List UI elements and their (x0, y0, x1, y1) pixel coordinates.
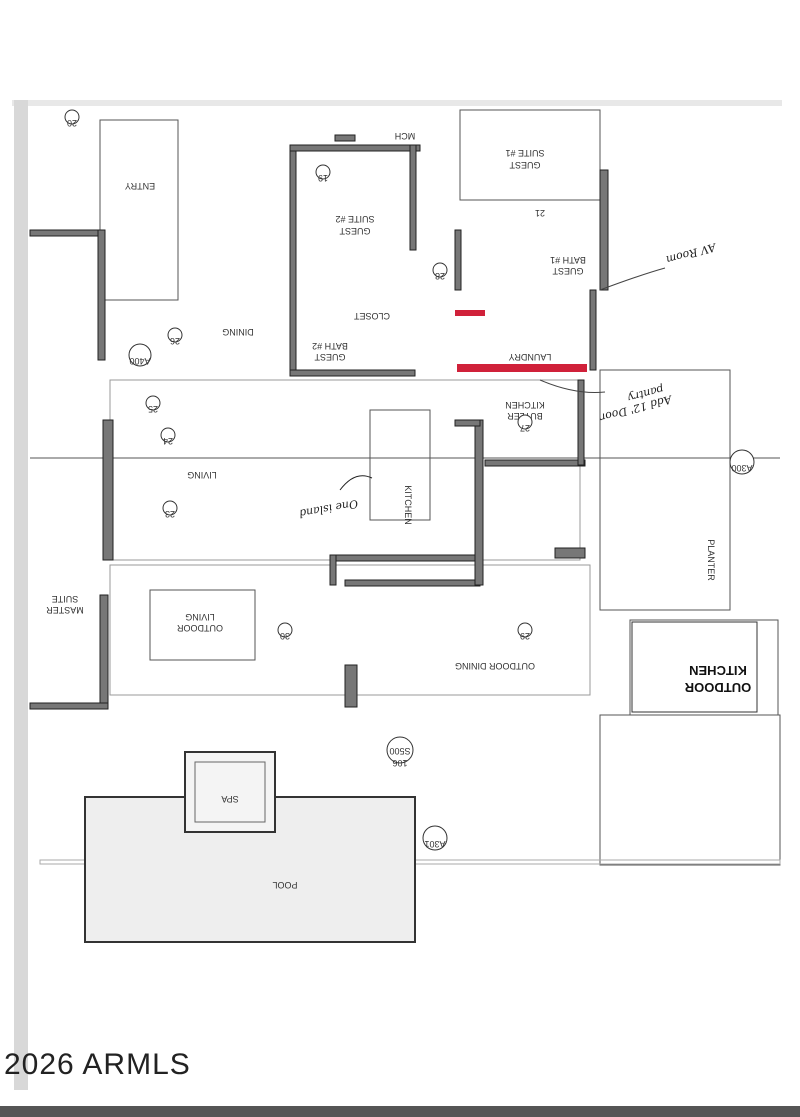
walls (29, 134, 609, 710)
watermark: 2026 ARMLS (4, 1048, 191, 1081)
label-dining: DINING (222, 327, 254, 337)
tag-21: 21 (535, 208, 545, 218)
highlighted-wall-short (455, 310, 485, 316)
tag-a400: A400 (129, 356, 150, 366)
highlighted-wall (457, 364, 587, 372)
label-outdoor-kitchen: OUTDOOR (684, 680, 751, 695)
tag-23: 23 (165, 509, 175, 519)
section-tags: A400 A300 A301 S500 106 20 19 21 26 25 2… (64, 109, 755, 851)
scan-edge (14, 100, 28, 1090)
thin-lines (30, 109, 781, 866)
label-planter: PLANTER (706, 539, 716, 581)
label-living: LIVING (187, 470, 217, 480)
room-labels: ENTRY GUEST SUITE #2 GUEST SUITE #1 GUES… (46, 131, 751, 890)
bottom-bar (0, 1106, 800, 1117)
label-guest-suite-1b: SUITE #1 (505, 148, 544, 158)
label-laundry: LAUNDRY (509, 352, 552, 362)
tag-s500: S500 (389, 746, 410, 756)
label-guest-bath-2: GUEST (314, 352, 346, 362)
label-outdoor-living: OUTDOOR (177, 623, 223, 633)
tag-24: 24 (163, 436, 173, 446)
tag-25: 25 (148, 404, 158, 414)
tag-106: 106 (392, 758, 407, 768)
label-master: MASTER (46, 605, 84, 615)
tag-a300: A300 (731, 463, 752, 473)
label-entry: ENTRY (125, 181, 155, 191)
label-guest-suite-1: GUEST (509, 160, 541, 170)
tag-19: 19 (318, 173, 328, 183)
label-kitchen: KITCHEN (403, 485, 413, 525)
label-guest-suite-2: GUEST (339, 226, 371, 236)
label-closet: CLOSET (353, 311, 390, 321)
label-guest-suite-2b: SUITE #2 (335, 214, 374, 224)
label-master-suite: SUITE (52, 594, 79, 604)
label-guest-bath-1: GUEST (552, 266, 584, 276)
label-mech: MCH (395, 131, 416, 141)
label-guest-bath-2b: BATH #2 (312, 341, 348, 351)
label-outdoor-living-b: LIVING (185, 612, 215, 622)
tag-20: 20 (67, 118, 77, 128)
label-guest-bath-1b: BATH #1 (550, 255, 586, 265)
label-spa: SPA (221, 794, 238, 804)
label-butler-kitchen: KITCHEN (505, 400, 545, 410)
tag-a301: A301 (424, 839, 445, 849)
tag-29: 29 (520, 631, 530, 641)
label-outdoor-kitchen-b: KITCHEN (689, 663, 747, 678)
tag-26: 26 (170, 336, 180, 346)
tag-27: 27 (520, 423, 530, 433)
tag-28: 28 (435, 271, 445, 281)
tag-30: 30 (280, 631, 290, 641)
spa (184, 751, 276, 833)
label-outdoor-dining: OUTDOOR DINING (455, 661, 535, 671)
label-pool: POOL (272, 880, 297, 890)
outdoor-kitchen-counter (631, 621, 758, 713)
